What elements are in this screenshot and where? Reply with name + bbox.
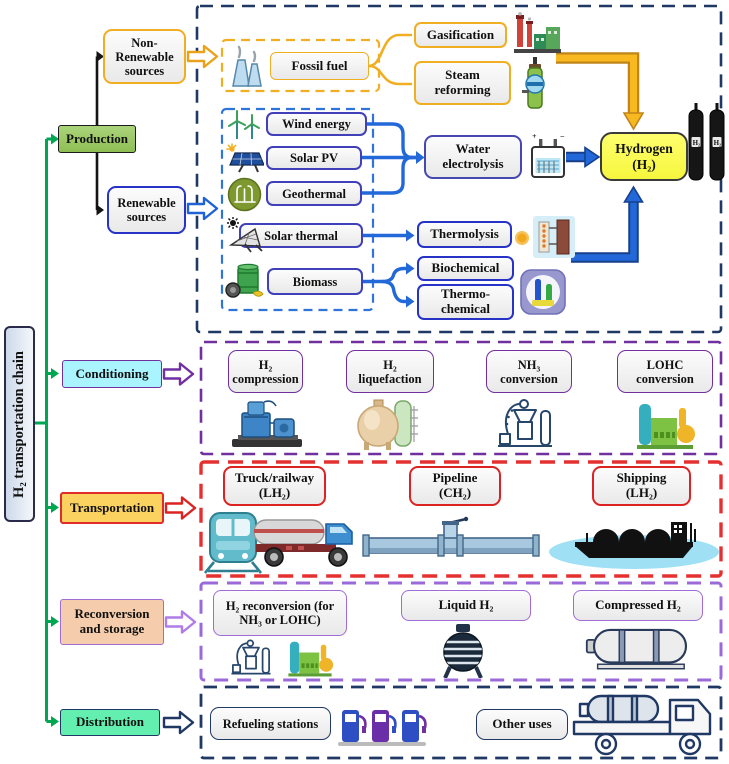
- chain-title-label: H₂ transportation chain: [11, 350, 27, 498]
- thermochemical-box: Thermo- chemical: [417, 284, 514, 320]
- water-electrolysis-box: Water electrolysis: [424, 135, 522, 179]
- h2-compression-box: H₂ compression: [228, 350, 303, 393]
- compressed-h2-box: Compressed H₂: [573, 590, 703, 621]
- reconversion-plants-icon: [231, 639, 271, 675]
- stage-reconversion: Reconversion and storage: [60, 599, 164, 645]
- renewable-hollow-arrow: [186, 196, 219, 221]
- lohc-plant-icon: [637, 404, 695, 449]
- pipeline-box: Pipeline (CH₂): [409, 466, 501, 506]
- stage-conditioning: Conditioning: [62, 360, 162, 388]
- fuel-pumps-icon: [338, 710, 427, 746]
- lohc-conversion-box: LOHC conversion: [617, 350, 713, 393]
- reconversion-factory-icon: [288, 641, 334, 677]
- cylinder-1-label: H₂: [693, 139, 701, 147]
- steam-reformer-icon: [522, 57, 545, 109]
- gasification-plant-icon: [514, 12, 561, 53]
- conditioning-container: [199, 340, 723, 456]
- thermolysis-box: Thermolysis: [417, 221, 512, 248]
- cooling-towers-icon: [232, 45, 262, 87]
- electrolysis-to-hydrogen-arrow: [566, 145, 601, 169]
- biochemical-box: Biochemical: [417, 256, 514, 281]
- renewable-sources-box: Renewable sources: [107, 186, 186, 234]
- chain-title: H₂ transportation chain: [4, 326, 35, 522]
- shipping-box: Shipping (LH₂): [592, 466, 691, 506]
- production-branch-arrowheads: [96, 51, 104, 216]
- reconversion-container: [199, 581, 723, 682]
- renewables-connectors: [362, 122, 416, 304]
- stage-production: Production: [58, 125, 136, 153]
- transportation-container: [199, 460, 723, 578]
- biomass-box: Biomass: [267, 268, 363, 295]
- bio-thermo-tubes-icon: [520, 269, 566, 315]
- nh3-conversion-box: NH₃ conversion: [486, 350, 572, 393]
- truck-railway-box: Truck/railway (LH₂): [223, 466, 326, 506]
- solar-pv-box: Solar PV: [266, 146, 362, 170]
- wind-energy-box: Wind energy: [266, 112, 367, 136]
- h2-liquefaction-box: H₂ liquefaction: [346, 350, 434, 393]
- nonrenewable-to-hydrogen-arrow: [556, 52, 645, 131]
- distribution-hollow-arrow: [162, 710, 195, 735]
- ammonia-plant-icon: [498, 399, 552, 447]
- water-electrolysis-cell-icon: + −: [531, 132, 565, 178]
- stage-distribution: Distribution: [60, 709, 160, 736]
- liquid-h2-box: Liquid H₂: [401, 590, 531, 621]
- fossil-fuel-box: Fossil fuel: [270, 52, 369, 80]
- other-uses-box: Other uses: [476, 709, 568, 740]
- non-renewable-sources-box: Non- Renewable sources: [103, 29, 186, 84]
- fossil-split-connector: [368, 33, 412, 86]
- chain-arrowheads: [51, 133, 59, 727]
- chain-connector: [35, 137, 51, 723]
- biomass-icon: [225, 263, 264, 298]
- lng-ship-icon: [549, 522, 719, 569]
- train-icon: [203, 512, 263, 574]
- solar-pv-icon: [226, 143, 264, 173]
- gasification-box: Gasification: [414, 22, 507, 48]
- geothermal-box: Geothermal: [266, 181, 362, 206]
- nonrenewable-hollow-arrow: [186, 44, 219, 69]
- svg-text:+: +: [532, 132, 537, 141]
- wind-turbines-icon: [228, 110, 260, 139]
- hydrogen-cylinders-icon: H₂ H₂: [688, 103, 725, 181]
- renewables-subcontainer: [220, 107, 375, 312]
- liquid-h2-sphere-tank-icon: [443, 624, 483, 678]
- refueling-stations-box: Refueling stations: [210, 707, 331, 740]
- h2-reconversion-box: H₂ reconversion (for NH₃ or LOHC): [213, 590, 347, 636]
- thermolysis-reactor-icon: [515, 216, 575, 258]
- stage-arrows: [162, 44, 219, 735]
- reconversion-hollow-arrow: [164, 610, 197, 634]
- cylinder-2-label: H₂: [714, 139, 722, 147]
- fossil-subcontainer: [220, 38, 381, 93]
- conditioning-hollow-arrow: [162, 362, 195, 386]
- distribution-container: [199, 685, 723, 760]
- renewables-arrowheads: [406, 151, 425, 308]
- liquefaction-tank-icon: [357, 399, 418, 450]
- solar-thermal-icon: [227, 217, 263, 253]
- stage-transportation: Transportation: [60, 492, 164, 524]
- transportation-hollow-arrow: [164, 496, 197, 520]
- compressed-h2-cylinder-icon: [585, 628, 688, 670]
- svg-text:−: −: [560, 132, 565, 141]
- geothermal-icon: [227, 177, 262, 212]
- tanker-truck-icon: [253, 519, 353, 567]
- compressor-icon: [232, 400, 302, 447]
- flatbed-truck-icon: [572, 694, 712, 756]
- hydrogen-box: Hydrogen (H₂): [600, 132, 688, 181]
- steam-reforming-box: Steam reforming: [414, 61, 511, 105]
- thermo-bio-to-hydrogen-arrow: [571, 185, 644, 263]
- pipeline-valve-icon: [362, 516, 540, 557]
